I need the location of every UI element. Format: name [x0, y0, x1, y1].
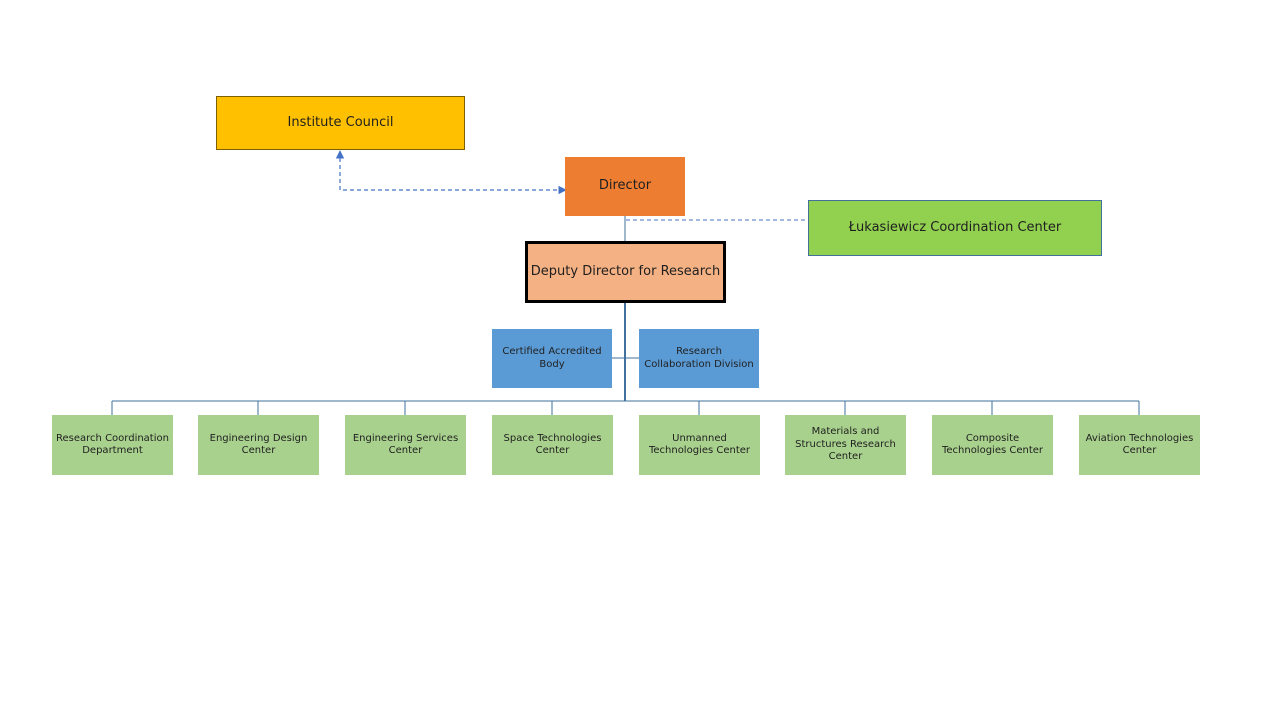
unit-label: Engineering Services Center: [352, 432, 459, 457]
director-label: Director: [598, 178, 652, 194]
lukasiewicz-center-box: Łukasiewicz Coordination Center: [808, 200, 1102, 256]
unit-label: Research Coordination Department: [56, 432, 169, 457]
unit-label: Space Technologies Center: [503, 432, 602, 457]
unit-box-engineering-services: Engineering Services Center: [345, 415, 466, 475]
institute-council-box: Institute Council: [216, 96, 465, 150]
unit-box-space-technologies: Space Technologies Center: [492, 415, 613, 475]
institute-council-label: Institute Council: [287, 114, 394, 130]
research-collaboration-division-box: Research Collaboration Division: [639, 329, 759, 388]
deputy-director-label: Deputy Director for Research: [530, 263, 721, 279]
certified-accredited-body-box: Certified Accredited Body: [492, 329, 612, 388]
unit-box-aviation-technologies: Aviation Technologies Center: [1079, 415, 1200, 475]
unit-box-engineering-design: Engineering Design Center: [198, 415, 319, 475]
unit-label: Unmanned Technologies Center: [648, 432, 751, 457]
lukasiewicz-center-label: Łukasiewicz Coordination Center: [848, 219, 1062, 235]
unit-label: Materials and Structures Research Center: [795, 426, 896, 463]
unit-box-unmanned-technologies: Unmanned Technologies Center: [639, 415, 760, 475]
unit-label: Composite Technologies Center: [941, 432, 1044, 457]
unit-label: Aviation Technologies Center: [1085, 432, 1194, 457]
council-director-link: [335, 150, 567, 195]
unit-box-materials-structures: Materials and Structures Research Center: [785, 415, 906, 475]
staff-unit-label: Certified Accredited Body: [502, 346, 602, 370]
staff-unit-label: Research Collaboration Division: [644, 346, 754, 370]
unit-box-research-coordination: Research Coordination Department: [52, 415, 173, 475]
unit-drop-lines: [111, 401, 1140, 415]
director-box: Director: [565, 157, 685, 216]
unit-label: Engineering Design Center: [209, 432, 308, 457]
unit-box-composite-technologies: Composite Technologies Center: [932, 415, 1053, 475]
deputy-director-box: Deputy Director for Research: [525, 241, 726, 303]
